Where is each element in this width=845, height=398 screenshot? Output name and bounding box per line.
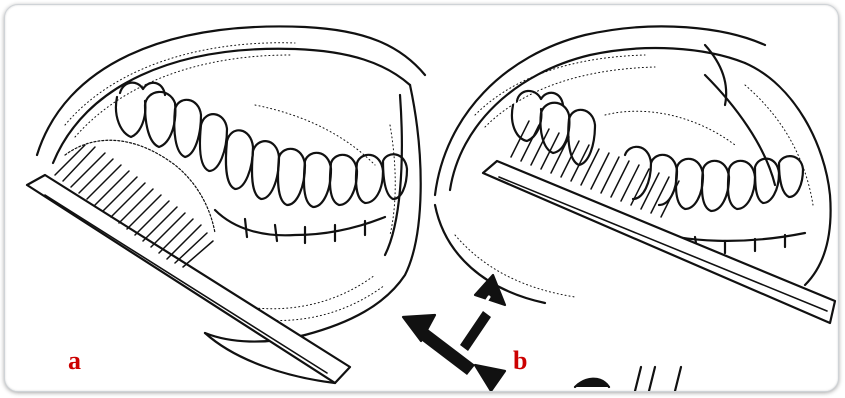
figure-frame: a b [4,4,839,392]
panel-a-teeth [116,83,407,243]
panel-b-toothbrush [483,121,835,323]
panel-b-drawing [403,26,835,391]
panel-a-drawing [27,26,425,383]
panel-a-shading [65,43,395,321]
panel-b-label: b [513,348,527,374]
panel-a-label: a [68,348,81,374]
panel-b-motion-arrows [403,275,681,391]
toothbrushing-illustration [5,5,838,391]
